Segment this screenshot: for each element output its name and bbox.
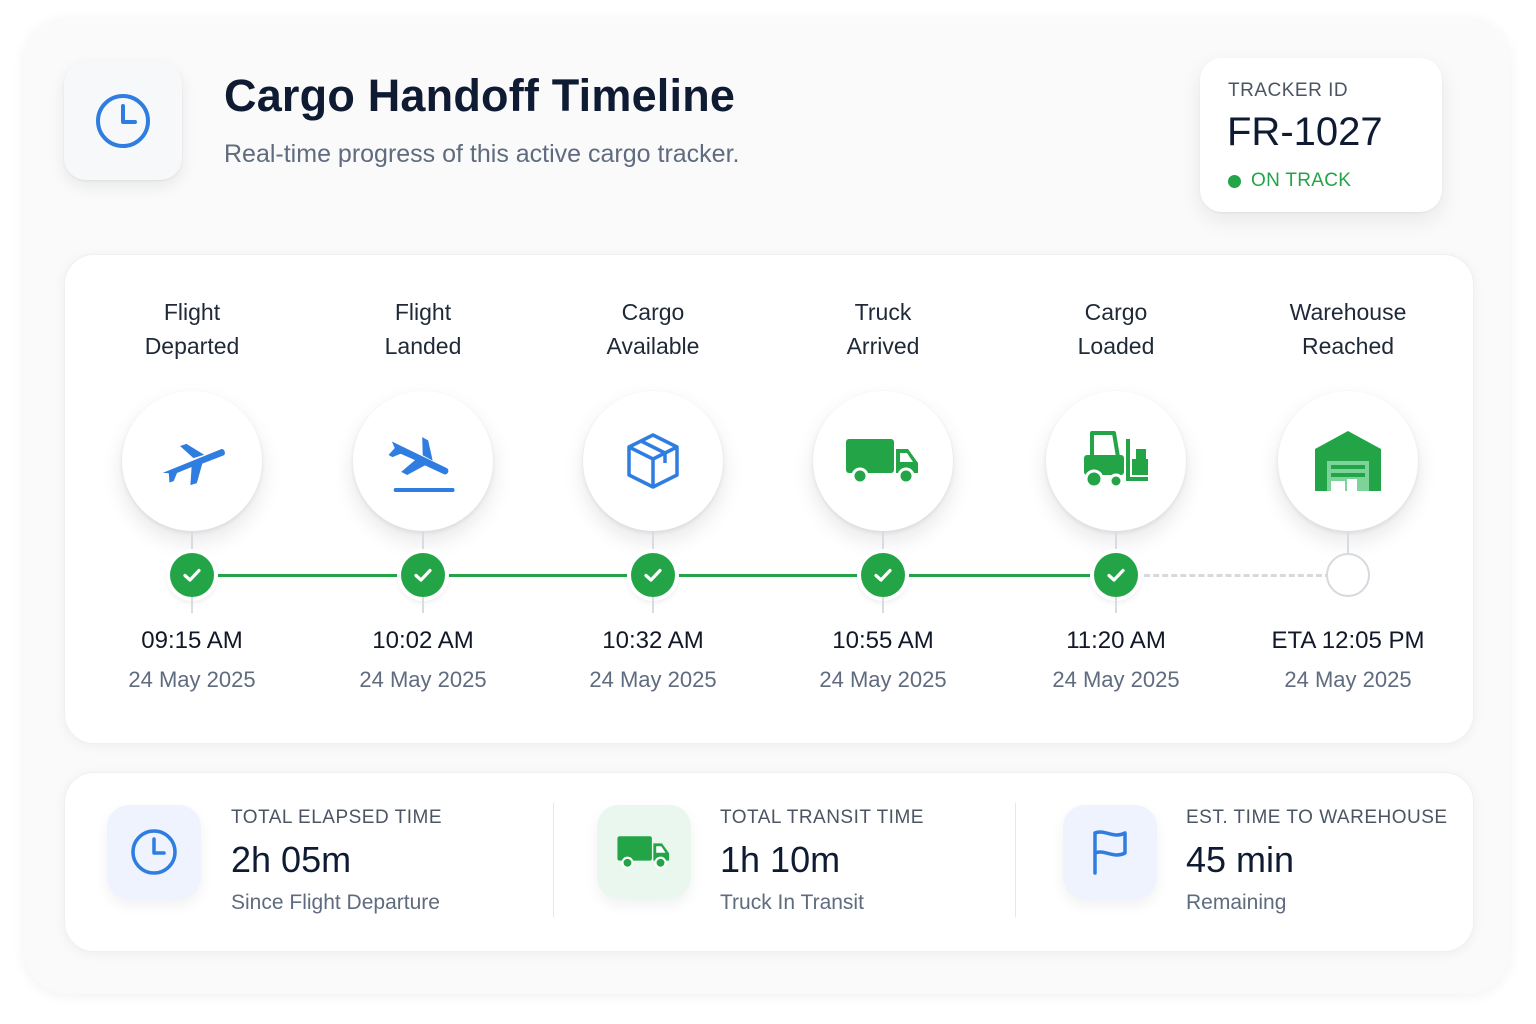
step-label: Flight Landed xyxy=(313,295,533,363)
tracker-id-label: TRACKER ID xyxy=(1228,80,1349,101)
step-date: 24 May 2025 xyxy=(128,667,256,692)
step-time: 09:15 AM xyxy=(141,627,243,654)
header-clock-icon-tile xyxy=(64,62,182,180)
divider xyxy=(1015,803,1016,917)
timeline-step-warehouse-reached: Warehouse Reached ETA 12:05 PM 24 May 20… xyxy=(1238,255,1458,743)
airplane-takeoff-icon xyxy=(162,443,225,486)
airplane-landing-icon xyxy=(388,437,455,492)
stat-icon-tile xyxy=(1063,805,1157,899)
timeline-step-flight-landed: Flight Landed 10:02 AM 24 May 2025 xyxy=(313,255,533,743)
step-icon-circle xyxy=(813,391,953,531)
flag-icon xyxy=(1093,830,1127,875)
stat-value: 2h 05m xyxy=(231,839,352,880)
divider xyxy=(553,803,554,917)
step-date: 24 May 2025 xyxy=(359,667,487,692)
timeline-step-flight-departed: Flight Departed 09:15 AM 24 May 2025 xyxy=(82,255,302,743)
page-title: Cargo Handoff Timeline xyxy=(224,70,736,121)
step-label-line2: Arrived xyxy=(846,333,920,359)
step-time: ETA 12:05 PM xyxy=(1271,627,1425,654)
stat-label: EST. TIME TO WAREHOUSE xyxy=(1186,807,1448,828)
step-icon-circle xyxy=(353,391,493,531)
step-label-line2: Landed xyxy=(384,333,462,359)
step-time: 11:20 AM xyxy=(1066,627,1166,654)
step-label-line1: Warehouse xyxy=(1289,299,1407,325)
step-label-line1: Flight xyxy=(394,299,452,325)
step-check-icon xyxy=(170,553,214,597)
step-check-icon xyxy=(1094,553,1138,597)
stats-card: TOTAL ELAPSED TIME 2h 05m Since Flight D… xyxy=(64,772,1474,952)
step-stem xyxy=(652,531,654,553)
truck-icon xyxy=(617,836,670,869)
step-stem xyxy=(1347,531,1349,553)
step-check-icon xyxy=(631,553,675,597)
tracker-card: TRACKER ID FR-1027 ON TRACK xyxy=(1200,58,1442,212)
step-stem xyxy=(1115,597,1117,613)
timeline-pending-line xyxy=(1117,574,1331,577)
stat-icon-tile xyxy=(107,805,201,899)
step-check-icon xyxy=(401,553,445,597)
step-label-line1: Flight xyxy=(163,299,221,325)
stat-value: 1h 10m xyxy=(720,839,841,880)
step-stem xyxy=(191,531,193,553)
warehouse-icon xyxy=(1315,431,1381,491)
step-label-line2: Available xyxy=(606,333,700,359)
step-icon-circle xyxy=(1278,391,1418,531)
step-stem xyxy=(422,597,424,613)
step-stem xyxy=(422,531,424,553)
step-date: 24 May 2025 xyxy=(1284,667,1412,692)
stat-icon-tile xyxy=(597,805,691,899)
status-text: ON TRACK xyxy=(1251,170,1352,191)
step-icon-circle xyxy=(583,391,723,531)
timeline-step-cargo-loaded: Cargo Loaded 11:20 AM 24 May 2025 xyxy=(1006,255,1226,743)
timeline-step-cargo-available: Cargo Available 10:32 AM 24 May 2025 xyxy=(543,255,763,743)
tracker-id-value: FR-1027 xyxy=(1227,110,1383,154)
step-icon-circle xyxy=(122,391,262,531)
step-time: 10:02 AM xyxy=(372,627,474,654)
forklift-icon xyxy=(1084,431,1148,489)
box-icon xyxy=(627,433,679,489)
step-date: 24 May 2025 xyxy=(589,667,717,692)
step-label: Cargo Loaded xyxy=(1006,295,1226,363)
step-label-line1: Cargo xyxy=(1084,299,1148,325)
stat-value: 45 min xyxy=(1186,839,1295,880)
step-label-line1: Cargo xyxy=(621,299,685,325)
page-subtitle: Real-time progress of this active cargo … xyxy=(224,140,740,168)
status-badge: ON TRACK xyxy=(1228,170,1351,192)
step-pending-circle xyxy=(1326,553,1370,597)
timeline-card: Flight Departed 09:15 AM 24 May 2025 Fli… xyxy=(64,254,1474,744)
step-label-line2: Loaded xyxy=(1077,333,1155,359)
step-stem xyxy=(882,597,884,613)
clock-icon xyxy=(131,829,177,875)
stat-label: TOTAL ELAPSED TIME xyxy=(231,807,443,828)
step-time: 10:55 AM xyxy=(832,627,934,654)
step-stem xyxy=(652,597,654,613)
clock-icon xyxy=(96,94,150,148)
step-date: 24 May 2025 xyxy=(1052,667,1180,692)
step-check-icon xyxy=(861,553,905,597)
stat-label: TOTAL TRANSIT TIME xyxy=(720,807,924,828)
step-label: Flight Departed xyxy=(82,295,302,363)
stat-subtext: Since Flight Departure xyxy=(231,891,440,914)
step-label-line2: Reached xyxy=(1301,333,1395,359)
status-dot-icon xyxy=(1228,174,1241,188)
step-label: Cargo Available xyxy=(543,295,763,363)
step-time: 10:32 AM xyxy=(602,627,704,654)
step-label-line2: Departed xyxy=(144,333,240,359)
step-label: Warehouse Reached xyxy=(1238,295,1458,363)
timeline-step-truck-arrived: Truck Arrived 10:55 AM 24 May 2025 xyxy=(773,255,993,743)
step-stem xyxy=(191,597,193,613)
step-stem xyxy=(882,531,884,553)
truck-icon xyxy=(846,439,918,485)
step-label-line1: Truck xyxy=(854,299,912,325)
step-date: 24 May 2025 xyxy=(819,667,947,692)
step-stem xyxy=(1115,531,1117,553)
stat-subtext: Truck In Transit xyxy=(720,891,864,914)
step-label: Truck Arrived xyxy=(773,295,993,363)
stat-subtext: Remaining xyxy=(1186,891,1287,914)
step-icon-circle xyxy=(1046,391,1186,531)
